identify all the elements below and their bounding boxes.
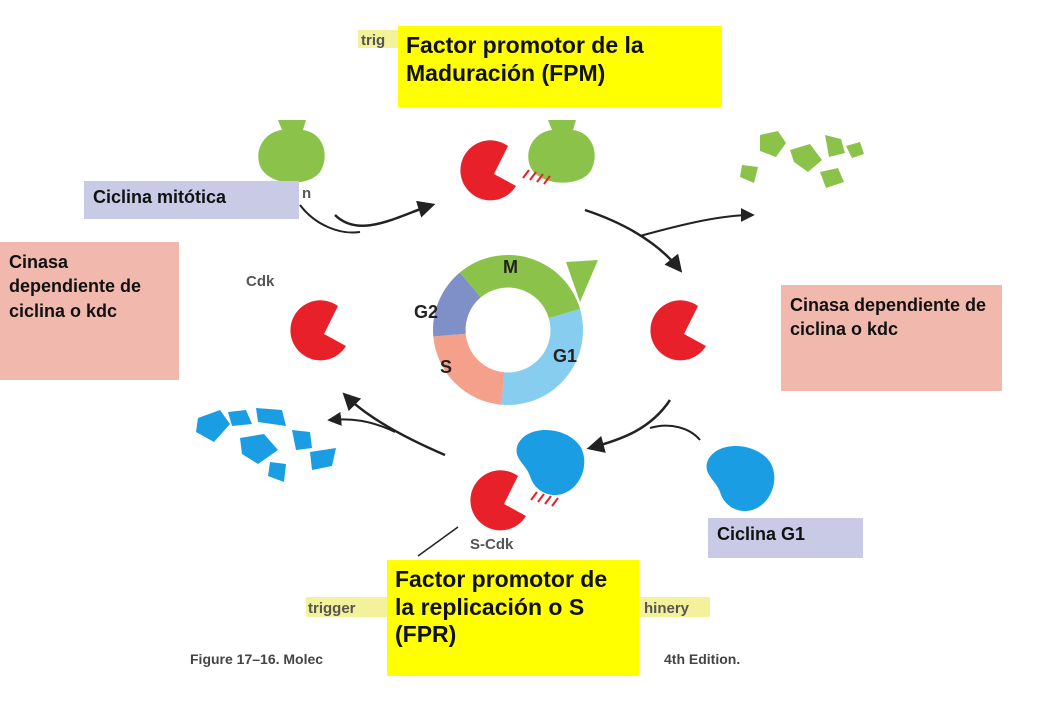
cdk-top-molecule: [460, 140, 516, 201]
trigger-highlight-top: [358, 30, 400, 48]
trigger-highlight-bottom-left: [306, 597, 388, 617]
trigger-text-bottom-right: hinery: [644, 600, 690, 617]
phase-arrowhead: [566, 260, 598, 302]
cycle-arrow-top-right: [584, 208, 683, 273]
caption-text-left: Figure 17–16. Molec: [190, 651, 323, 667]
mitotic-fragment-text: n: [302, 185, 311, 202]
cycle-arrow-bottom-left-out: [327, 411, 396, 433]
g1-cyclin-label: Ciclina G1: [708, 518, 863, 558]
scdk-text: S-Cdk: [470, 536, 514, 553]
cdk-left-molecule: [290, 300, 346, 361]
g1-cyclin-right: [706, 445, 775, 512]
phase-segment-s: [433, 333, 505, 405]
mitotic-cyclin-top-left: [258, 120, 325, 183]
cycle-arrow-top-right-out: [639, 208, 755, 237]
activation-mark-bottom: [530, 491, 559, 507]
trigger-highlight-bottom-right: [640, 597, 710, 617]
cycle-arrow-top-left: [334, 200, 436, 227]
cycle-arrow-bottom-right-feed: [649, 424, 701, 441]
fpr-label: Factor promotor de la replicación o S (F…: [387, 560, 639, 676]
g1-cyclin-bottom: [516, 429, 585, 496]
trigger-text-bottom-left: trigger: [308, 600, 356, 617]
cdk-text: Cdk: [246, 273, 275, 290]
cdk-left-label: Cinasa dependiente de ciclina o kdc: [0, 242, 179, 380]
phase-label-s: S: [440, 357, 452, 377]
g1-cyclin-fragments: [196, 408, 336, 482]
cdk-right-molecule: [650, 300, 706, 361]
phase-segment-g1: [501, 309, 583, 405]
caption-text-right: 4th Edition.: [664, 651, 740, 667]
cdk-right-label: Cinasa dependiente de ciclina o kdc: [781, 285, 1002, 391]
fpm-label: Factor promotor de la Maduración (FPM): [398, 26, 722, 107]
phase-label-m: M: [503, 257, 518, 277]
trigger-text-top: trig: [361, 32, 385, 49]
mitotic-cyclin-top-center: [528, 120, 595, 183]
cycle-arrow-bottom-left: [342, 392, 446, 457]
phase-label-g2: G2: [414, 302, 438, 322]
cycle-arrow-bottom-right: [586, 399, 672, 453]
phase-ring: [433, 254, 598, 405]
phase-segment-g2: [433, 272, 481, 337]
cycle-arrow-top-left-feed: [299, 204, 361, 234]
mitotic-cyclin-label: Ciclina mitótica: [84, 181, 299, 219]
phase-segment-m: [459, 254, 580, 319]
fpr-pointer-line: [417, 526, 459, 557]
phase-label-g1: G1: [553, 346, 577, 366]
cdk-bottom-molecule: [470, 470, 526, 531]
activation-mark-top: [522, 169, 551, 185]
mitotic-cyclin-fragments: [740, 131, 864, 188]
